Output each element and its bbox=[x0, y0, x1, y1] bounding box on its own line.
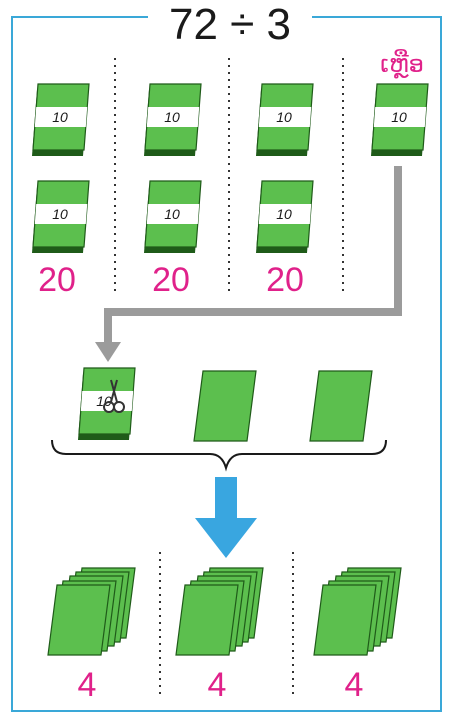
svg-text:10: 10 bbox=[164, 206, 180, 222]
bundle-3a: 10 bbox=[255, 83, 314, 157]
bundle-1a: 10 bbox=[31, 83, 90, 157]
group-count-1: 20 bbox=[38, 261, 76, 299]
group-count-3: 20 bbox=[266, 261, 304, 299]
svg-text:10: 10 bbox=[391, 109, 407, 125]
frame-border bbox=[11, 16, 442, 712]
result-stack-2 bbox=[176, 568, 263, 655]
svg-text:10: 10 bbox=[276, 206, 292, 222]
result-stack-3 bbox=[314, 568, 401, 655]
grouping-brace bbox=[51, 439, 387, 472]
division-title: 72 ÷ 3 bbox=[169, 0, 291, 49]
svg-text:10: 10 bbox=[164, 109, 180, 125]
bundle-2b: 10 bbox=[143, 180, 202, 254]
split-sheet-2 bbox=[193, 370, 257, 442]
result-count-2: 4 bbox=[208, 666, 227, 704]
result-stack-1 bbox=[48, 568, 135, 655]
bundle-2a: 10 bbox=[143, 83, 202, 157]
group-count-2: 20 bbox=[152, 261, 190, 299]
result-count-1: 4 bbox=[78, 666, 97, 704]
bundle-3b: 10 bbox=[255, 180, 314, 254]
remainder-label: ເຫຼືອ bbox=[380, 49, 424, 79]
bundle-remainder: 10 bbox=[370, 83, 429, 157]
remainder-arrow-head bbox=[95, 342, 121, 362]
split-sheet-3 bbox=[309, 370, 373, 442]
bundle-1b: 10 bbox=[31, 180, 90, 254]
down-arrow bbox=[195, 477, 257, 558]
svg-text:10: 10 bbox=[52, 206, 68, 222]
result-count-3: 4 bbox=[345, 666, 364, 704]
cut-bundle: 10 bbox=[77, 367, 136, 441]
svg-text:10: 10 bbox=[276, 109, 292, 125]
scissors-icon bbox=[103, 379, 125, 413]
svg-text:10: 10 bbox=[52, 109, 68, 125]
remainder-arrow bbox=[104, 166, 402, 347]
svg-text:10: 10 bbox=[96, 393, 112, 409]
